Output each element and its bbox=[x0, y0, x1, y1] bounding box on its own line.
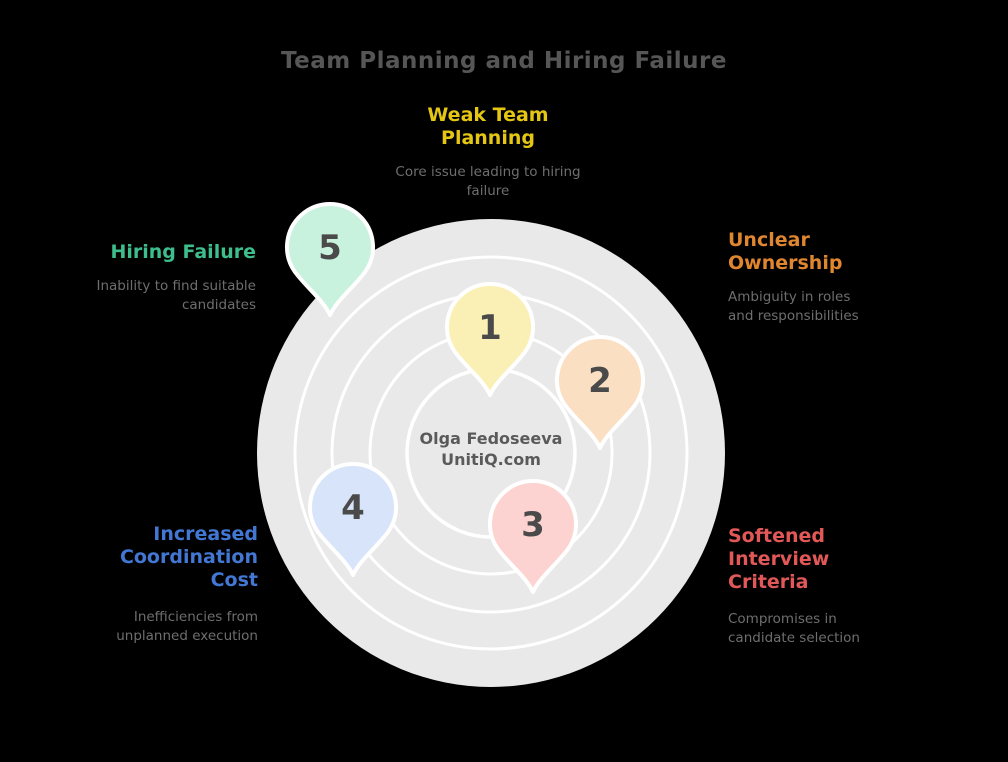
center-attribution: Olga Fedoseeva UnitiQ.com bbox=[391, 428, 591, 470]
pin-1-number: 1 bbox=[478, 308, 502, 348]
pin-3-number: 3 bbox=[521, 505, 545, 545]
pin-3: 3 bbox=[488, 479, 578, 594]
label-unclear-ownership-heading: Unclear Ownership bbox=[728, 229, 843, 274]
label-unclear-ownership-description: Ambiguity in roles and responsibilities bbox=[728, 289, 859, 324]
page-title: Team Planning and Hiring Failure bbox=[280, 48, 727, 74]
pin-4-shape bbox=[308, 462, 398, 577]
pin-5: 5 bbox=[285, 202, 375, 317]
center-attribution-name: Olga Fedoseeva bbox=[419, 429, 563, 448]
ring-circle bbox=[293, 255, 689, 651]
center-attribution-site: UnitiQ.com bbox=[441, 450, 541, 469]
label-softened-interview-criteria-description: Compromises in candidate selection bbox=[728, 611, 860, 646]
label-weak-team-planning-description: Core issue leading to hiring failure bbox=[395, 164, 581, 199]
label-weak-team-planning-heading: Weak Team Planning bbox=[427, 104, 549, 149]
label-hiring-failure-heading: Hiring Failure bbox=[110, 241, 256, 263]
label-hiring-failure-description: Inability to find suitable candidates bbox=[96, 278, 256, 313]
label-increased-coordination-cost-description: Inefficiencies from unplanned execution bbox=[116, 609, 258, 644]
pin-5-number: 5 bbox=[318, 228, 342, 268]
label-hiring-failure: Hiring Failure Inability to find suitabl… bbox=[36, 241, 256, 315]
pin-2-number: 2 bbox=[588, 361, 612, 401]
pin-3-shape bbox=[488, 479, 578, 594]
label-increased-coordination-cost-heading: Increased Coordination Cost bbox=[119, 523, 258, 591]
pin-1-shape bbox=[445, 282, 535, 397]
pin-2-shape bbox=[555, 335, 645, 450]
label-softened-interview-criteria: Softened Interview Criteria Compromises … bbox=[728, 525, 918, 648]
pin-1: 1 bbox=[445, 282, 535, 397]
label-increased-coordination-cost: Increased Coordination Cost Inefficienci… bbox=[38, 523, 258, 646]
pin-5-shape bbox=[285, 202, 375, 317]
pin-4: 4 bbox=[308, 462, 398, 577]
label-weak-team-planning: Weak Team Planning Core issue leading to… bbox=[368, 104, 608, 201]
label-softened-interview-criteria-heading: Softened Interview Criteria bbox=[728, 525, 830, 593]
label-unclear-ownership: Unclear Ownership Ambiguity in roles and… bbox=[728, 229, 918, 326]
pin-4-number: 4 bbox=[341, 488, 365, 528]
pin-2: 2 bbox=[555, 335, 645, 450]
